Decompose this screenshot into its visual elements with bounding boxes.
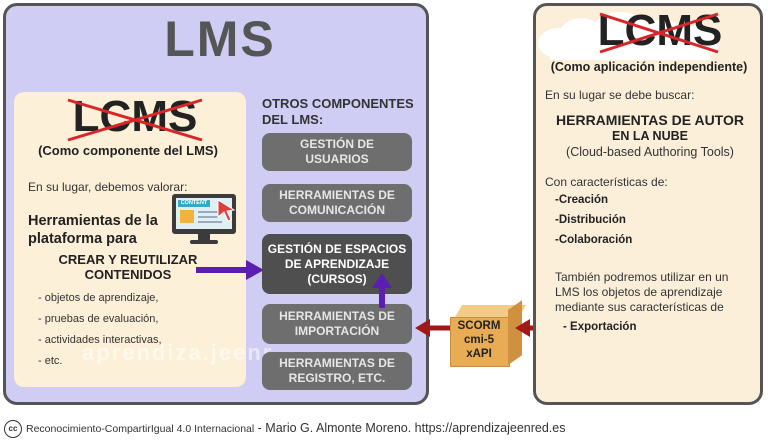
list-item: - etc.	[38, 355, 63, 367]
feature-item: -Colaboración	[555, 234, 633, 246]
import-tools-button[interactable]: HERRAMIENTAS DE IMPORTACIÓN	[262, 304, 412, 344]
author-text: - Mario G. Almonte Moreno. https://apren…	[254, 421, 566, 436]
license-text: Reconocimiento-CompartirIgual 4.0 Intern…	[26, 423, 255, 436]
package-box-icon: SCORM cmi-5 xAPI	[450, 300, 527, 367]
purple-arrow-up	[372, 273, 392, 308]
list-item: - objetos de aprendizaje,	[38, 292, 159, 304]
user-management-button[interactable]: GESTIÓN DE USUARIOS	[262, 133, 412, 171]
watermark-text: aprendiza.jeenr	[82, 340, 274, 365]
lcms-panel	[533, 3, 763, 405]
lms-title: LMS	[164, 11, 276, 67]
cross-out-mark	[599, 12, 719, 54]
tools-heading: Herramientas de la plataforma para	[28, 213, 158, 247]
computer-monitor-icon: CONTENT	[172, 194, 238, 248]
cross-out-mark	[67, 98, 203, 142]
license-footer: cc Reconocimiento-CompartirIgual 4.0 Inte…	[4, 420, 565, 438]
buscar-label: En su lugar se debe buscar:	[545, 88, 695, 102]
package-line: SCORM	[457, 320, 501, 332]
package-line: cmi-5	[463, 334, 495, 346]
lcms-component-subtitle: (Como componente del LMS)	[38, 143, 218, 158]
authoring-heading: HERRAMIENTAS DE AUTOR	[556, 112, 744, 128]
purple-arrow-right	[196, 260, 264, 280]
feature-item: -Creación	[555, 194, 609, 206]
cc-icon: cc	[4, 420, 22, 438]
authoring-tools-en: (Cloud-based Authoring Tools)	[566, 145, 734, 159]
red-arrow-left-import	[415, 319, 454, 337]
content-label: CONTENT	[178, 200, 210, 207]
package-line: xAPI	[466, 348, 492, 360]
registry-tools-button[interactable]: HERRAMIENTAS DE REGISTRO, ETC.	[262, 352, 412, 390]
create-reuse-label: CREAR Y REUTILIZAR CONTENIDOS	[58, 252, 198, 282]
list-item: - actividades interactivas,	[38, 334, 162, 346]
components-heading: OTROS COMPONENTES DEL LMS:	[262, 96, 414, 127]
feature-item: -Distribución	[555, 214, 626, 226]
also-use-text: También podremos utilizar en un LMS los …	[555, 270, 729, 314]
cloud-heading: EN LA NUBE	[612, 129, 688, 143]
features-label: Con características de:	[545, 175, 668, 189]
communication-tools-button[interactable]: HERRAMIENTAS DE COMUNICACIÓN	[262, 184, 412, 222]
export-label: - Exportación	[563, 321, 637, 333]
list-item: - pruebas de evaluación,	[38, 313, 159, 325]
valorar-label: En su lugar, debemos valorar:	[28, 180, 188, 194]
lcms-app-subtitle: (Como aplicación independiente)	[550, 60, 748, 74]
